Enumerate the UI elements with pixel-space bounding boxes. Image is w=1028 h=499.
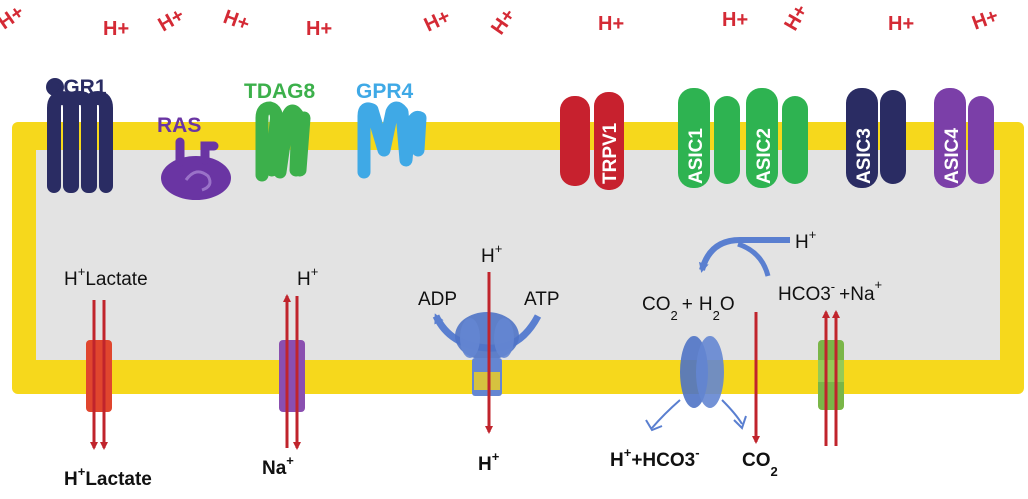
mct-inside-label: H+Lactate — [64, 264, 148, 290]
gpr4-receptor: GPR4 — [356, 80, 427, 179]
atpase-top-label: H+ — [481, 241, 502, 267]
proton-label: H+ — [888, 13, 914, 35]
mct-body — [86, 340, 112, 412]
proton-label: H+ — [722, 9, 748, 31]
asic3-label: ASIC3 — [854, 128, 875, 184]
asic2-right-subunit — [782, 96, 808, 184]
proton-label: H+ — [306, 18, 332, 40]
carbonic-out-arrow-right — [721, 399, 747, 430]
trpv1-channel: TRPV1 — [560, 92, 624, 190]
tdag8-receptor: TDAG8 — [244, 80, 315, 182]
nhe-inside-label: H+ — [297, 264, 318, 290]
bicarb-label: HCO3-+Na+ — [778, 277, 882, 305]
mct-transporter: H+Lactate H+Lactate — [64, 264, 152, 490]
asic3-channel: ASIC3 — [846, 88, 906, 188]
asic1-left-subunit — [678, 88, 710, 188]
asic3-right-subunit — [880, 90, 906, 184]
ogr1-body — [47, 90, 113, 193]
ras-loop — [184, 170, 212, 192]
proton-label: H+ — [780, 1, 812, 35]
proton-label: H+ — [969, 5, 1001, 35]
carbonic-cycle-arc — [737, 241, 771, 277]
extracellular-protons: H+ H+ H+ H+ H+ H+ H+ H+ H+ H+ H+ H+ — [0, 1, 1001, 40]
carbonic-anhydrase-system: H+ CO2+H2O H++HCO3- CO2 — [610, 227, 816, 479]
adp-label: ADP — [418, 289, 457, 310]
asic2-left-subunit — [746, 88, 778, 188]
nhe-outside-label: Na+ — [262, 453, 294, 479]
proton-label: H+ — [0, 1, 28, 34]
tdag8-label: TDAG8 — [244, 80, 315, 103]
asic3-left-subunit — [846, 88, 878, 188]
carbonic-top-label: H+ — [795, 227, 816, 253]
asic1-channel: ASIC1 — [678, 88, 740, 188]
carbonic-out-label: H++HCO3- — [610, 445, 700, 471]
bicarb-body-shade — [818, 360, 844, 382]
asic2-label: ASIC2 — [754, 128, 775, 184]
atpase-head-detail — [494, 318, 514, 358]
gpr4-label: GPR4 — [356, 80, 414, 103]
atpase-membrane-part — [474, 372, 500, 390]
trpv1-right-subunit — [594, 92, 624, 190]
nhe-transporter: H+ Na+ — [262, 264, 318, 479]
asic1-right-subunit — [714, 96, 740, 184]
proton-label: H+ — [487, 5, 520, 39]
trpv1-label: TRPV1 — [600, 122, 621, 184]
asic1-label: ASIC1 — [686, 128, 707, 184]
carbonic-out-arrow-left-outline — [645, 399, 681, 432]
asic4-right-subunit — [968, 96, 994, 184]
asic2-channel: ASIC2 — [746, 88, 808, 188]
asic4-left-subunit — [934, 88, 966, 188]
ras-protein: RAS — [157, 114, 231, 200]
carbonic-proton-arrow — [698, 237, 790, 273]
gpr4-body — [357, 101, 427, 179]
proton-label: H+ — [220, 6, 252, 36]
mct-outside-label: H+Lactate — [64, 464, 152, 490]
proton-label: H+ — [155, 4, 189, 36]
proton-label: H+ — [598, 13, 624, 35]
co2-out-label: CO2 — [742, 450, 778, 479]
trpv1-left-subunit — [560, 96, 590, 186]
co2-h2o-label: CO2+H2O — [642, 294, 735, 323]
atpase-bottom-label: H+ — [478, 449, 500, 475]
proton-label: H+ — [103, 18, 129, 40]
atp-label: ATP — [524, 289, 560, 310]
atpase-pump: H+ ADP ATP H+ — [418, 241, 560, 475]
ras-stalk — [175, 137, 219, 167]
atpase-head-detail — [460, 318, 480, 358]
nhe-body — [279, 340, 305, 412]
ras-label: RAS — [157, 114, 201, 137]
ogr1-receptor: OGR1 — [46, 76, 113, 193]
asic4-channel: ASIC4 — [934, 88, 994, 188]
carbonic-channel-right — [696, 336, 724, 408]
bicarbonate-transporter: HCO3-+Na+ — [778, 277, 882, 446]
ras-body — [161, 156, 231, 200]
tdag8-body — [255, 101, 311, 182]
proton-label: H+ — [421, 6, 454, 37]
asic4-label: ASIC4 — [942, 128, 963, 184]
